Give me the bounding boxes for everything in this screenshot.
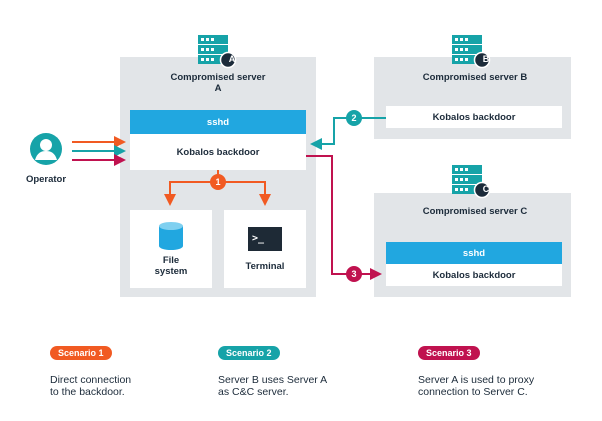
operator-label: Operator (25, 174, 67, 185)
server-c-backdoor-label: Kobalos backdoor (432, 269, 516, 281)
server-a-sshd: sshd (130, 110, 306, 134)
server-a-title: Compromised server A (170, 72, 266, 94)
marker-1: 1 (210, 174, 226, 190)
scenario-2-line1: Server B uses Server A (218, 374, 328, 386)
server-b-title: Compromised server B (420, 72, 530, 83)
scenario-3-description: Server A is used to proxy connection to … (418, 374, 588, 398)
file-system-label: File system (154, 255, 188, 277)
marker-3-label: 3 (351, 269, 357, 279)
server-a-title-text: Compromised server A (170, 72, 266, 94)
marker-2-label: 2 (351, 113, 357, 123)
server-c-backdoor: Kobalos backdoor (386, 264, 562, 286)
scenario-2-line2: as C&C server. (218, 386, 289, 398)
scenario-3-pill: Scenario 3 (418, 346, 480, 360)
terminal-label: Terminal (245, 260, 285, 272)
server-c-title-text: Compromised server C (422, 206, 528, 217)
server-c-badge: C (482, 184, 490, 194)
server-c-sshd: sshd (386, 242, 562, 264)
database-icon (159, 222, 183, 250)
server-a-backdoor: Kobalos backdoor (130, 134, 306, 170)
scenario-1-line1: Direct connection (50, 374, 132, 386)
server-b-badge: B (482, 54, 490, 64)
server-b-backdoor: Kobalos backdoor (386, 106, 562, 128)
marker-3: 3 (346, 266, 362, 282)
terminal-icon: >_ (248, 226, 282, 251)
scenario-1-line2: to the backdoor. (50, 386, 125, 398)
scenario-2-pill: Scenario 2 (218, 346, 280, 360)
terminal-glyph: >_ (252, 233, 265, 244)
scenario-3-line1: Server A is used to proxy (418, 374, 535, 386)
scenario1-connector-terminal (218, 181, 271, 206)
scenario-2-description: Server B uses Server A as C&C server. (218, 374, 378, 398)
scenario3-connector (306, 155, 382, 280)
server-c-title: Compromised server C (420, 206, 530, 217)
marker-2: 2 (346, 110, 362, 126)
operator-icon (30, 133, 62, 165)
scenario-1-pill: Scenario 1 (50, 346, 112, 360)
server-b-title-text: Compromised server B (422, 72, 528, 83)
server-c-icon (452, 165, 491, 199)
terminal-box: >_ Terminal (224, 210, 306, 288)
scenario-3-label: Scenario 3 (426, 348, 472, 358)
server-b-backdoor-label: Kobalos backdoor (432, 111, 516, 123)
server-a-backdoor-label: Kobalos backdoor (176, 146, 260, 158)
server-c-sshd-label: sshd (462, 247, 486, 259)
server-a-sshd-label: sshd (206, 116, 230, 128)
server-a-badge: A (228, 54, 236, 64)
scenario-1-description: Direct connection to the backdoor. (50, 374, 200, 398)
scenario-1-label: Scenario 1 (58, 348, 104, 358)
server-a-icon (198, 35, 237, 69)
scenario-3-line2: connection to Server C. (418, 386, 528, 398)
server-b-icon (452, 35, 491, 69)
scenario-2-label: Scenario 2 (226, 348, 272, 358)
file-system-box: File system (130, 210, 212, 288)
marker-1-label: 1 (215, 177, 221, 187)
